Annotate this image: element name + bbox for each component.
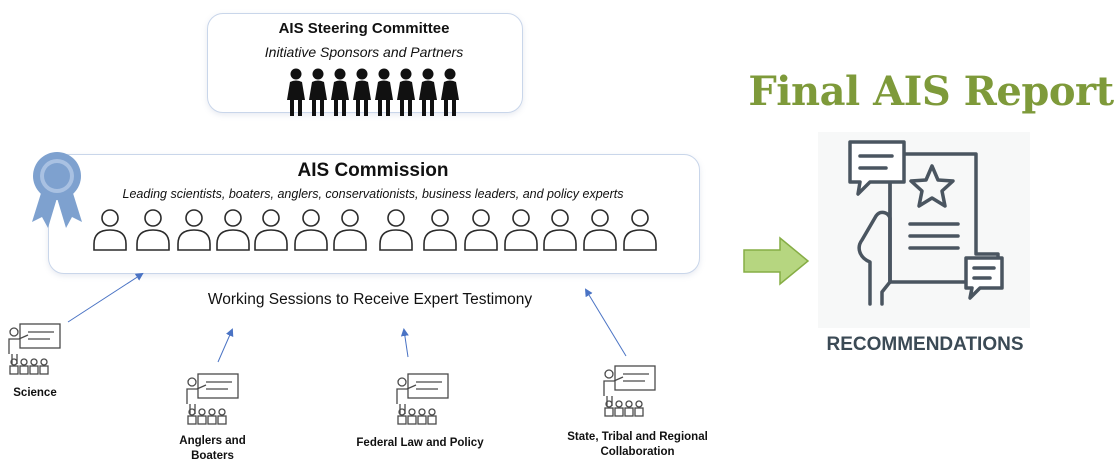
arrow-federal (400, 328, 409, 358)
commission-box (48, 154, 700, 274)
person-filled-icon (375, 68, 393, 116)
arrow-state (584, 288, 627, 357)
person-outline-icon (333, 209, 367, 251)
person-outline-icon (423, 209, 457, 251)
person-filled-icon (331, 68, 349, 116)
person-filled-icon (309, 68, 327, 116)
person-outline-icon (93, 209, 127, 251)
report-document-icon (818, 132, 1030, 328)
person-filled-icon (353, 68, 371, 116)
testimony-label-science: Science (13, 387, 57, 399)
person-filled-icon (419, 68, 437, 116)
presenter-audience-icon (8, 323, 61, 375)
steering-committee-title: AIS Steering Committee (278, 20, 450, 37)
arrow-science (67, 272, 144, 323)
arrow-anglers (217, 328, 234, 363)
final-report-title: Final AIS Report (748, 68, 1114, 115)
person-outline-icon (623, 209, 657, 251)
person-outline-icon (254, 209, 288, 251)
person-outline-icon (379, 209, 413, 251)
testimony-label-anglers: Anglers and Boaters (179, 435, 246, 462)
person-outline-icon (464, 209, 498, 251)
person-outline-icon (543, 209, 577, 251)
presenter-audience-icon (396, 373, 449, 425)
person-outline-icon (504, 209, 538, 251)
commission-title: AIS Commission (297, 160, 449, 181)
working-sessions-label: Working Sessions to Receive Expert Testi… (207, 291, 533, 308)
person-filled-icon (397, 68, 415, 116)
recommendations-caption: RECOMMENDATIONS (826, 334, 1024, 355)
person-filled-icon (287, 68, 305, 116)
person-outline-icon (216, 209, 250, 251)
presenter-audience-icon (603, 365, 656, 417)
person-outline-icon (294, 209, 328, 251)
person-outline-icon (136, 209, 170, 251)
person-filled-icon (441, 68, 459, 116)
person-outline-icon (583, 209, 617, 251)
person-outline-icon (177, 209, 211, 251)
testimony-label-state: State, Tribal and Regional Collaboration (567, 431, 708, 458)
commission-subtitle: Leading scientists, boaters, anglers, co… (122, 187, 624, 201)
presenter-audience-icon (186, 373, 239, 425)
steering-committee-subtitle: Initiative Sponsors and Partners (264, 44, 464, 60)
award-ribbon-icon (32, 152, 82, 228)
green-arrow-icon (743, 236, 810, 286)
testimony-label-federal: Federal Law and Policy (356, 437, 484, 449)
